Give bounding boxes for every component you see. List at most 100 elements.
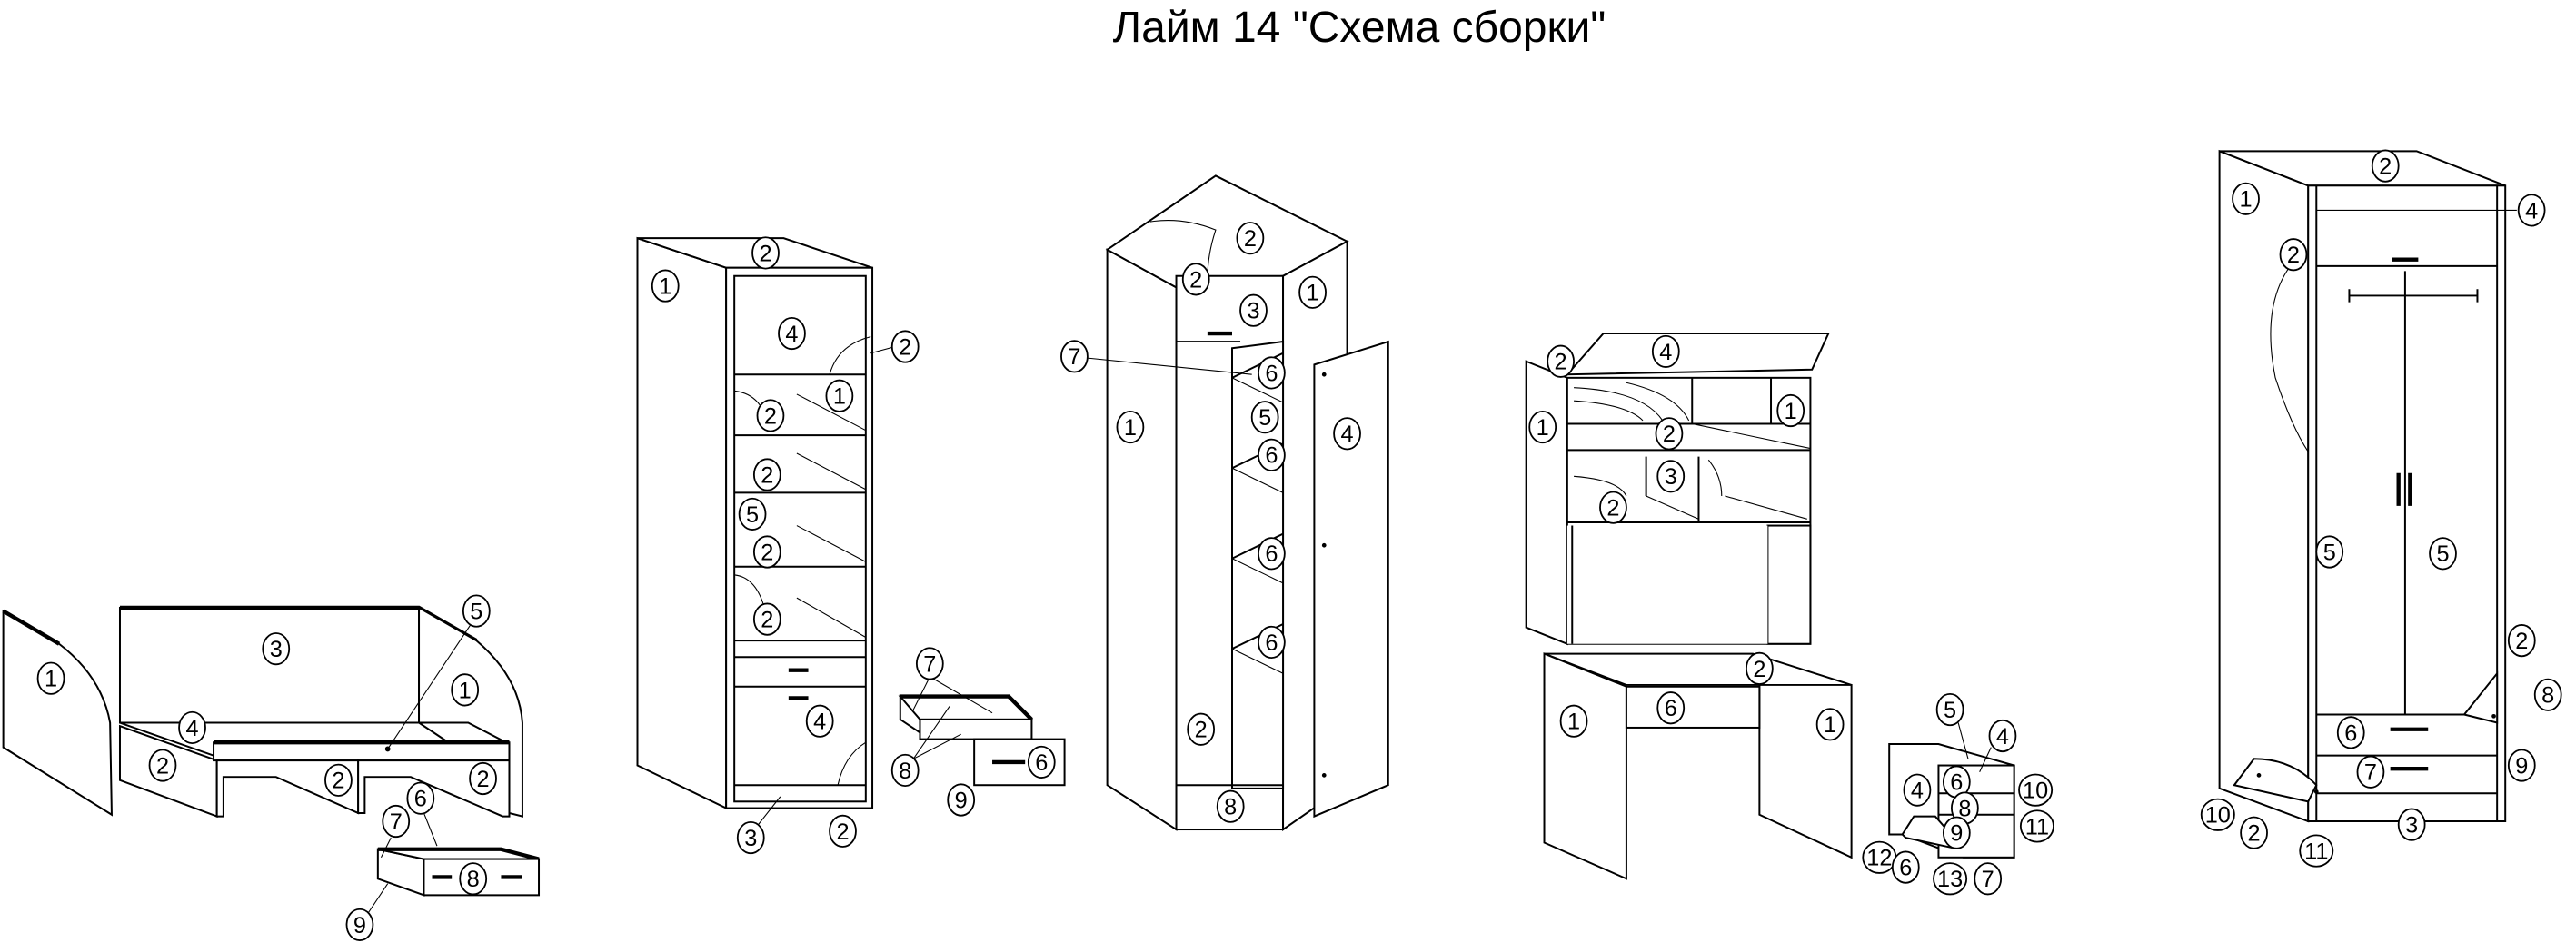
callout-number: 2	[764, 403, 777, 429]
callout-number: 1	[1824, 712, 1836, 738]
callout-circle	[947, 783, 976, 817]
callout-number: 5	[1258, 405, 1271, 431]
callout-number: 1	[1124, 415, 1137, 441]
callout-number: 8	[467, 867, 480, 892]
callout-circle	[1258, 438, 1286, 472]
shelf-perspective	[1646, 422, 1811, 520]
callout-number: 7	[390, 809, 403, 835]
desk-modesty-panel	[1625, 685, 1761, 729]
callout-corner-wardrobe-7: 7	[1060, 340, 1089, 373]
callout-bedside-cabinet-11: 11	[2019, 809, 2054, 843]
callout-circle	[382, 804, 411, 839]
callout-number: 3	[2405, 813, 2418, 839]
callout-number: 2	[1663, 422, 1676, 447]
callout-circle	[751, 236, 780, 270]
drawer-body	[919, 718, 1033, 740]
callout-corner-wardrobe-5: 5	[1250, 401, 1279, 434]
wood-texture	[1574, 382, 1723, 497]
callout-circle	[1298, 275, 1327, 309]
callout-circle	[756, 399, 785, 432]
callout-number: 8	[1958, 796, 1971, 821]
desk-left-leg	[1543, 652, 1627, 880]
callout-number: 6	[1265, 361, 1278, 386]
edge	[2, 609, 61, 646]
callout-bedside-cabinet-6: 6	[1942, 765, 1971, 799]
callout-number: 8	[899, 759, 911, 784]
callout-two-door-wardrobe-7: 7	[2356, 755, 2385, 789]
sofa-bed-assembly	[2, 605, 541, 914]
screw-point	[2256, 773, 2262, 778]
hinge	[1321, 773, 1327, 778]
callout-circle	[1258, 356, 1286, 390]
callout-two-door-wardrobe-3: 3	[2397, 808, 2426, 841]
corner-shelves	[1231, 352, 1284, 650]
callout-circle	[1903, 773, 1932, 807]
callout-shelf-wardrobe-5: 5	[738, 497, 767, 531]
callout-sofa-bed-9: 9	[345, 908, 374, 941]
corner-door	[1313, 340, 1389, 819]
callout-number: 6	[2344, 720, 2357, 746]
callout-number: 2	[836, 819, 849, 845]
callout-circle	[736, 821, 765, 855]
callout-circle	[2018, 773, 2054, 807]
callout-desk-hutch-1: 1	[1776, 393, 1805, 428]
sofa-front-rail	[213, 741, 511, 762]
leader	[387, 620, 474, 749]
hinge	[1321, 542, 1327, 548]
callout-number: 8	[2541, 683, 2554, 709]
callout-number: 6	[1950, 770, 1963, 796]
callout-corner-wardrobe-8: 8	[1216, 789, 1245, 823]
callout-shelf-wardrobe-4: 4	[805, 704, 834, 738]
callout-circle	[1258, 625, 1286, 660]
callout-bedside-cabinet-10: 10	[2018, 773, 2054, 807]
callout-number: 4	[813, 710, 826, 735]
callout-bedside-cabinet-5: 5	[1935, 692, 1964, 727]
leader	[380, 837, 392, 859]
callout-shelf-wardrobe-9: 9	[947, 783, 976, 817]
callout-sofa-bed-8: 8	[459, 862, 488, 896]
callout-circle	[2299, 834, 2334, 868]
callout-number: 6	[1665, 696, 1677, 721]
callout-shelf-wardrobe-2: 2	[751, 236, 780, 270]
callout-number: 4	[185, 716, 198, 741]
callout-desk-hutch-2: 2	[1599, 491, 1627, 524]
callout-circle	[778, 316, 806, 351]
callout-circle	[406, 781, 435, 815]
callout-bedside-cabinet-12: 12	[1862, 840, 1897, 874]
callout-desk-hutch-2: 2	[1655, 417, 1684, 451]
callout-circle	[1935, 692, 1964, 727]
wardrobe-inner	[733, 274, 867, 803]
callout-number: 11	[2025, 814, 2049, 839]
callout-circle	[915, 647, 944, 680]
callout-circle	[1333, 417, 1361, 451]
callout-two-door-wardrobe-11: 11	[2299, 834, 2334, 868]
callout-circle	[2315, 535, 2344, 569]
callout-number: 10	[2023, 779, 2048, 804]
leader	[755, 796, 781, 829]
callout-shelf-wardrobe-7: 7	[915, 647, 944, 680]
callout-circle	[752, 458, 781, 491]
screw-point	[2313, 789, 2319, 794]
corner-left-side	[1106, 248, 1178, 831]
callout-bedside-cabinet-4: 4	[1988, 719, 2017, 753]
callout-shelf-wardrobe-1: 1	[825, 379, 854, 412]
door-handles	[2396, 472, 2412, 506]
callout-circle	[1933, 862, 1968, 896]
callout-circle	[1181, 263, 1210, 296]
callout-circle	[752, 535, 781, 569]
callout-bedside-cabinet-8: 8	[1951, 791, 1979, 825]
callout-circle	[2019, 809, 2054, 843]
callout-desk-hutch-3: 3	[1656, 460, 1686, 493]
callout-corner-wardrobe-2: 2	[1187, 712, 1216, 746]
callout-number: 2	[477, 767, 490, 792]
hutch-left-side	[1525, 360, 1568, 646]
drawer-out	[2233, 758, 2318, 803]
callout-two-door-wardrobe-4: 4	[2517, 194, 2546, 227]
leader	[1979, 747, 1992, 772]
callout-number: 3	[1665, 464, 1677, 490]
hanging-rail	[2348, 289, 2479, 303]
callout-circle	[262, 632, 291, 666]
callout-number: 9	[1950, 821, 1963, 847]
callout-number: 9	[2515, 753, 2528, 779]
callout-shelf-wardrobe-4: 4	[778, 316, 806, 351]
